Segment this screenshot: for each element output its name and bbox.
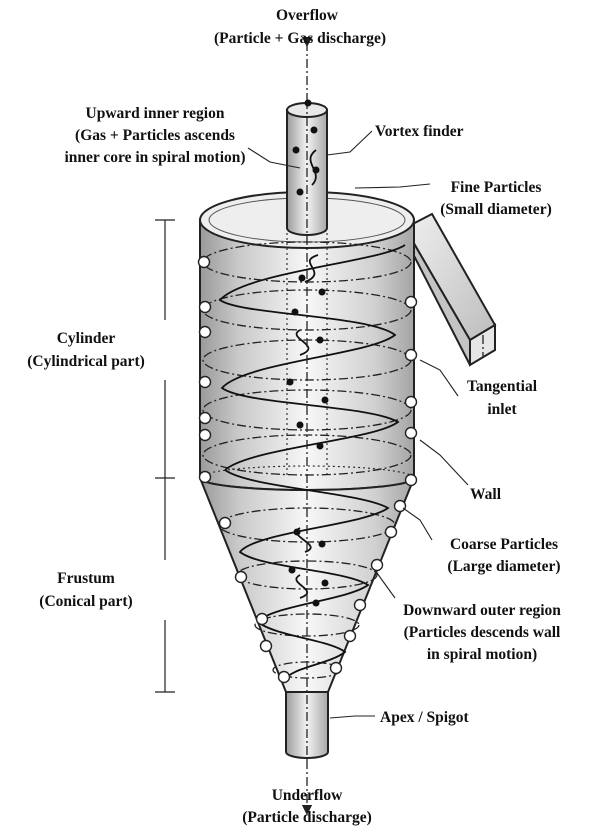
frustum-label-line1: Frustum	[57, 570, 115, 587]
tangential-inlet	[405, 214, 495, 365]
coarse-particles-line1: Coarse Particles	[450, 536, 558, 553]
upward-region-line2: (Gas + Particles ascends	[75, 127, 235, 144]
cylinder-label-line1: Cylinder	[57, 330, 116, 347]
downward-region-line3: in spiral motion)	[427, 646, 537, 663]
vortex-finder-label: Vortex finder	[375, 123, 464, 140]
underflow-title: Underflow	[272, 787, 343, 804]
underflow-subtitle: (Particle discharge)	[242, 809, 372, 826]
downward-region-line2: (Particles descends wall	[404, 624, 561, 641]
overflow-title: Overflow	[276, 7, 339, 24]
frustum-label-line2: (Conical part)	[39, 593, 132, 610]
upward-region-line3: inner core in spiral motion)	[64, 149, 245, 166]
cylinder-dimension-bracket	[155, 220, 175, 478]
overflow-subtitle: (Particle + Gas discharge)	[214, 30, 386, 47]
fine-particles-line2: (Small diameter)	[440, 201, 551, 218]
apex-spigot-label: Apex / Spigot	[380, 709, 470, 726]
wall-label: Wall	[470, 486, 502, 503]
downward-region-line1: Downward outer region	[403, 602, 561, 619]
tangential-inlet-line1: Tangential	[467, 378, 538, 395]
coarse-particles-line2: (Large diameter)	[447, 558, 560, 575]
cylinder-label-line2: (Cylindrical part)	[27, 353, 145, 370]
frustum-dimension-bracket	[155, 478, 175, 692]
fine-particles-line1: Fine Particles	[451, 179, 542, 196]
upward-region-line1: Upward inner region	[86, 105, 225, 122]
tangential-inlet-line2: inlet	[487, 401, 517, 418]
